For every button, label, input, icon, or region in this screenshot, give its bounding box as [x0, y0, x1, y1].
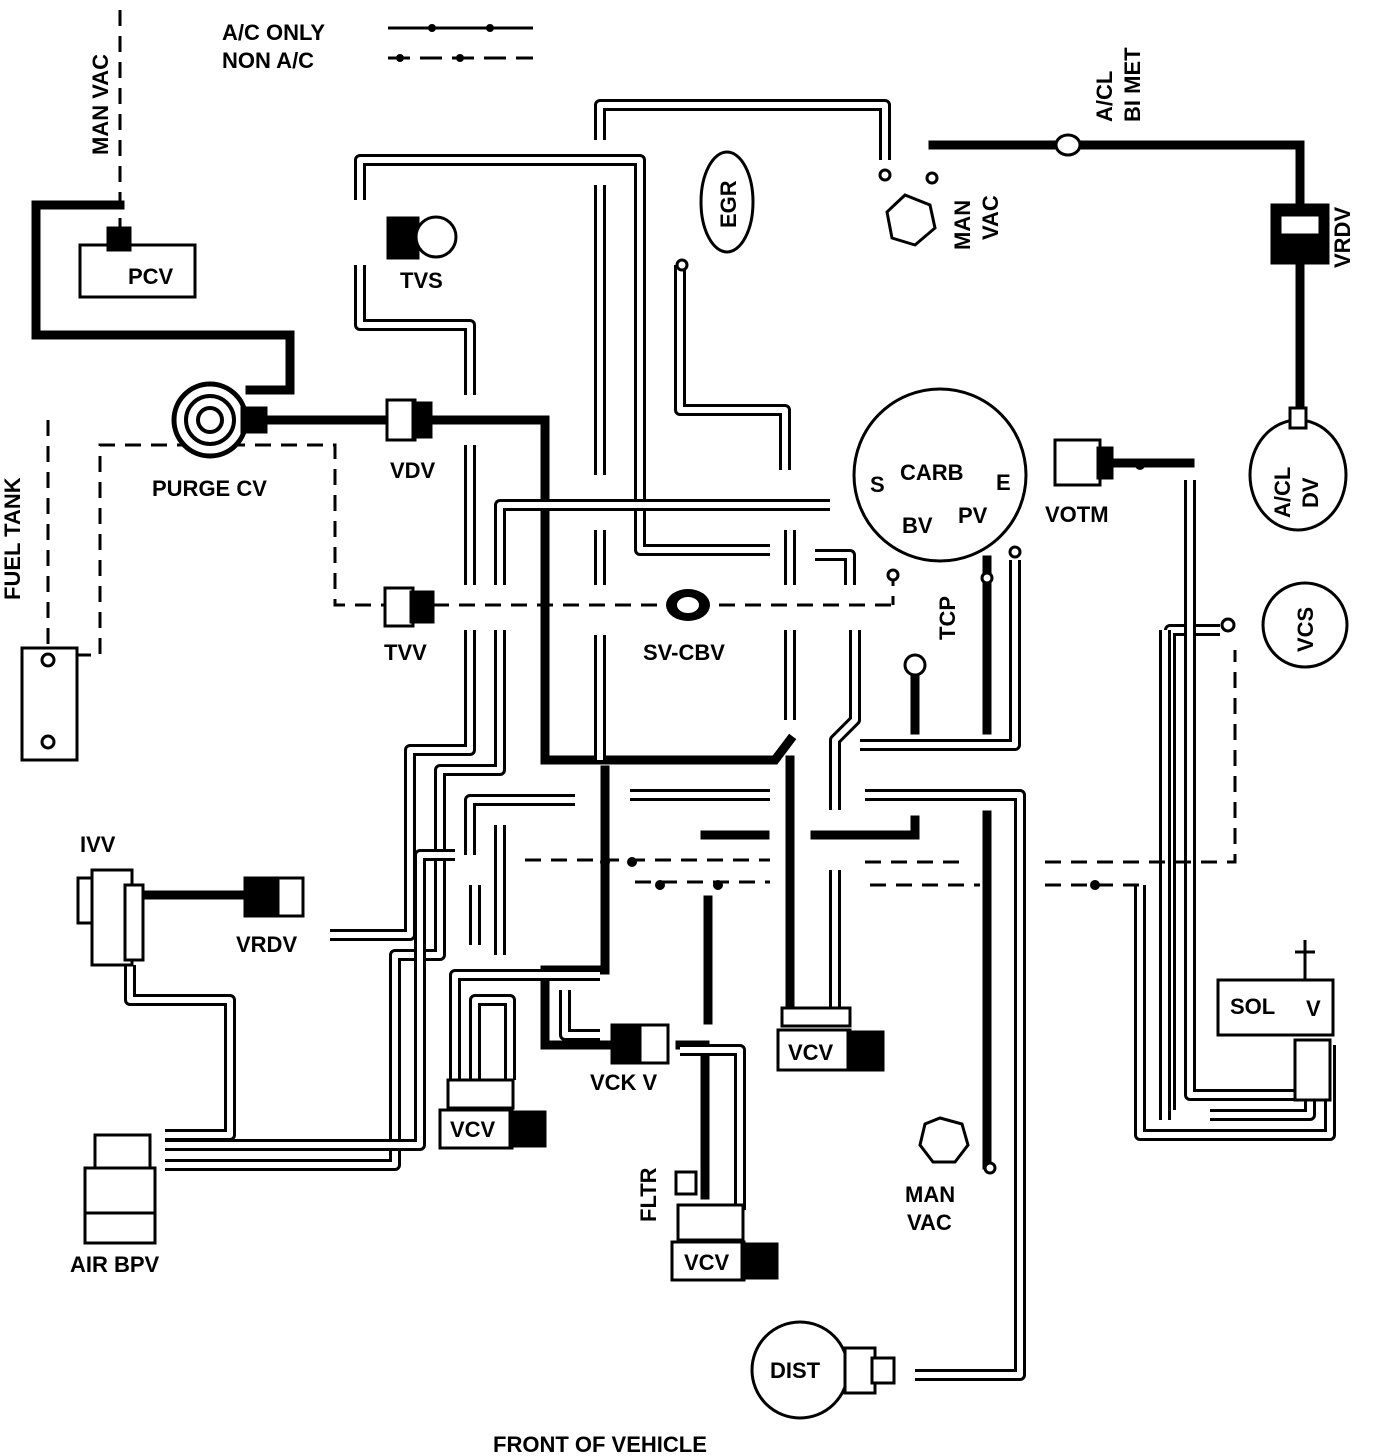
legend-non-ac-label: NON A/C [222, 48, 314, 73]
tcp-port: TCP [903, 596, 960, 677]
tvs-switch: TVS [386, 215, 458, 293]
vcv-center-label: VCV [788, 1040, 834, 1065]
vcs-switch: VCS [1261, 581, 1349, 669]
sv-cbv-label: SV-CBV [643, 640, 725, 665]
acl-bimet-sensor: A/CL BI MET [1054, 47, 1145, 157]
acl-bimet-label-2: BI MET [1120, 47, 1145, 122]
vrdv-left-label: VRDV [236, 932, 297, 957]
ivv-valve: IVV [76, 832, 145, 967]
acl-dv-label-2: DV [1298, 477, 1323, 508]
man-vac-right-label-1: MAN [950, 200, 975, 250]
legend: A/C ONLY NON A/C [222, 20, 533, 73]
tvs-label: TVS [400, 268, 443, 293]
vrdv-right-valve: VRDV [1270, 203, 1355, 268]
man-vac-bottom-label-2: VAC [907, 1210, 952, 1235]
votm-actuator: VOTM [1045, 438, 1114, 527]
air-bpv-label: AIR BPV [70, 1252, 160, 1277]
manifold-vacuum-right: MAN VAC [885, 193, 1003, 250]
carburetor: CARB S E BV PV [852, 387, 1028, 563]
vcv-left-valve: VCV [438, 1078, 547, 1150]
egr-valve: EGR [699, 150, 755, 254]
hoses-hollow [124, 99, 1336, 1381]
carb-s-port-label: S [870, 472, 885, 497]
vcv-center-valve: VCV [776, 1006, 885, 1072]
acl-bimet-label-1: A/CL [1092, 71, 1117, 122]
connection-points [600, 168, 1236, 1175]
sol-label: SOL [1230, 994, 1275, 1019]
fuel-tank-label: FUEL TANK [0, 477, 25, 600]
vdv-label: VDV [390, 458, 436, 483]
pcv-valve: PCV [78, 226, 197, 299]
tcp-label: TCP [935, 596, 960, 640]
legend-ac-only-label: A/C ONLY [222, 20, 325, 45]
sol-v-label: V [1306, 996, 1321, 1021]
carb-e-port-label: E [996, 470, 1011, 495]
ivv-label: IVV [80, 832, 116, 857]
acl-dv-label-1: A/CL [1270, 467, 1295, 518]
carb-pv-port-label: PV [958, 503, 988, 528]
front-of-vehicle-label: FRONT OF VEHICLE [493, 1432, 707, 1456]
vcv-bottom-label: VCV [684, 1250, 730, 1275]
man-vac-bottom-label-1: MAN [905, 1182, 955, 1207]
vcs-label: VCS [1293, 607, 1318, 652]
vrdv-left-valve: VRDV [236, 876, 305, 957]
carb-bv-port-label: BV [902, 513, 933, 538]
man-vac-top-label: MAN VAC [88, 54, 113, 155]
tvv-valve: TVV [383, 586, 435, 665]
vcv-bottom-valve: VCV [670, 1203, 779, 1282]
acl-dv-diaphragm: A/CL DV [1248, 406, 1348, 532]
air-bpv-valve: AIR BPV [70, 1133, 160, 1277]
pcv-label: PCV [128, 264, 174, 289]
vdv-valve: VDV [385, 398, 436, 483]
purge-cv-label: PURGE CV [152, 476, 267, 501]
sol-v-solenoid: SOL V [1216, 940, 1335, 1102]
vck-v-label: VCK V [590, 1070, 658, 1095]
distributor: DIST [750, 1320, 896, 1420]
egr-label: EGR [716, 180, 741, 228]
vrdv-right-label: VRDV [1330, 207, 1355, 268]
votm-label: VOTM [1045, 502, 1109, 527]
carb-label: CARB [900, 460, 964, 485]
sv-cbv-valve: SV-CBV [643, 589, 725, 665]
man-vac-right-label-2: VAC [978, 195, 1003, 240]
fltr-filter: FLTR [636, 1167, 698, 1222]
tvv-label: TVV [384, 640, 427, 665]
vcv-left-label: VCV [450, 1117, 496, 1142]
fltr-label: FLTR [636, 1167, 661, 1222]
purge-cv-valve: PURGE CV [152, 381, 268, 501]
manifold-vacuum-bottom: MAN VAC [905, 1116, 970, 1235]
dist-label: DIST [770, 1358, 821, 1383]
vck-v-valve: VCK V [590, 1023, 670, 1095]
fuel-tank: FUEL TANK [0, 477, 79, 762]
